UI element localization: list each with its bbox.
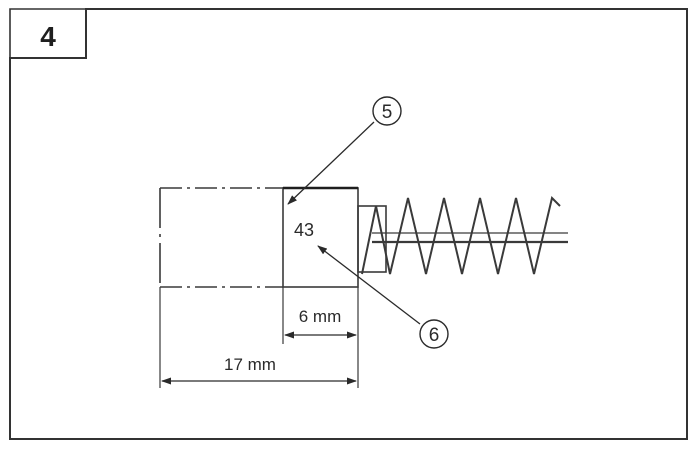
callout-6-circle	[419, 319, 449, 349]
figure-frame	[9, 8, 688, 440]
callout-6-leader	[317, 245, 421, 325]
spring-holder	[357, 205, 387, 273]
dimension-label-6mm: 6 mm	[299, 307, 342, 326]
dimension-label-17mm: 17 mm	[224, 355, 276, 374]
step-tab	[9, 8, 87, 59]
callout-6: 6	[317, 245, 449, 349]
part-marking: 43	[294, 220, 314, 240]
coil-spring	[361, 196, 561, 275]
callout-5-leader	[287, 121, 375, 205]
callout-6-label: 6	[429, 325, 440, 346]
step-number: 4	[40, 21, 56, 52]
callout-5-circle	[372, 96, 402, 126]
callout-5: 5	[287, 96, 402, 205]
callout-5-label: 5	[382, 102, 393, 123]
